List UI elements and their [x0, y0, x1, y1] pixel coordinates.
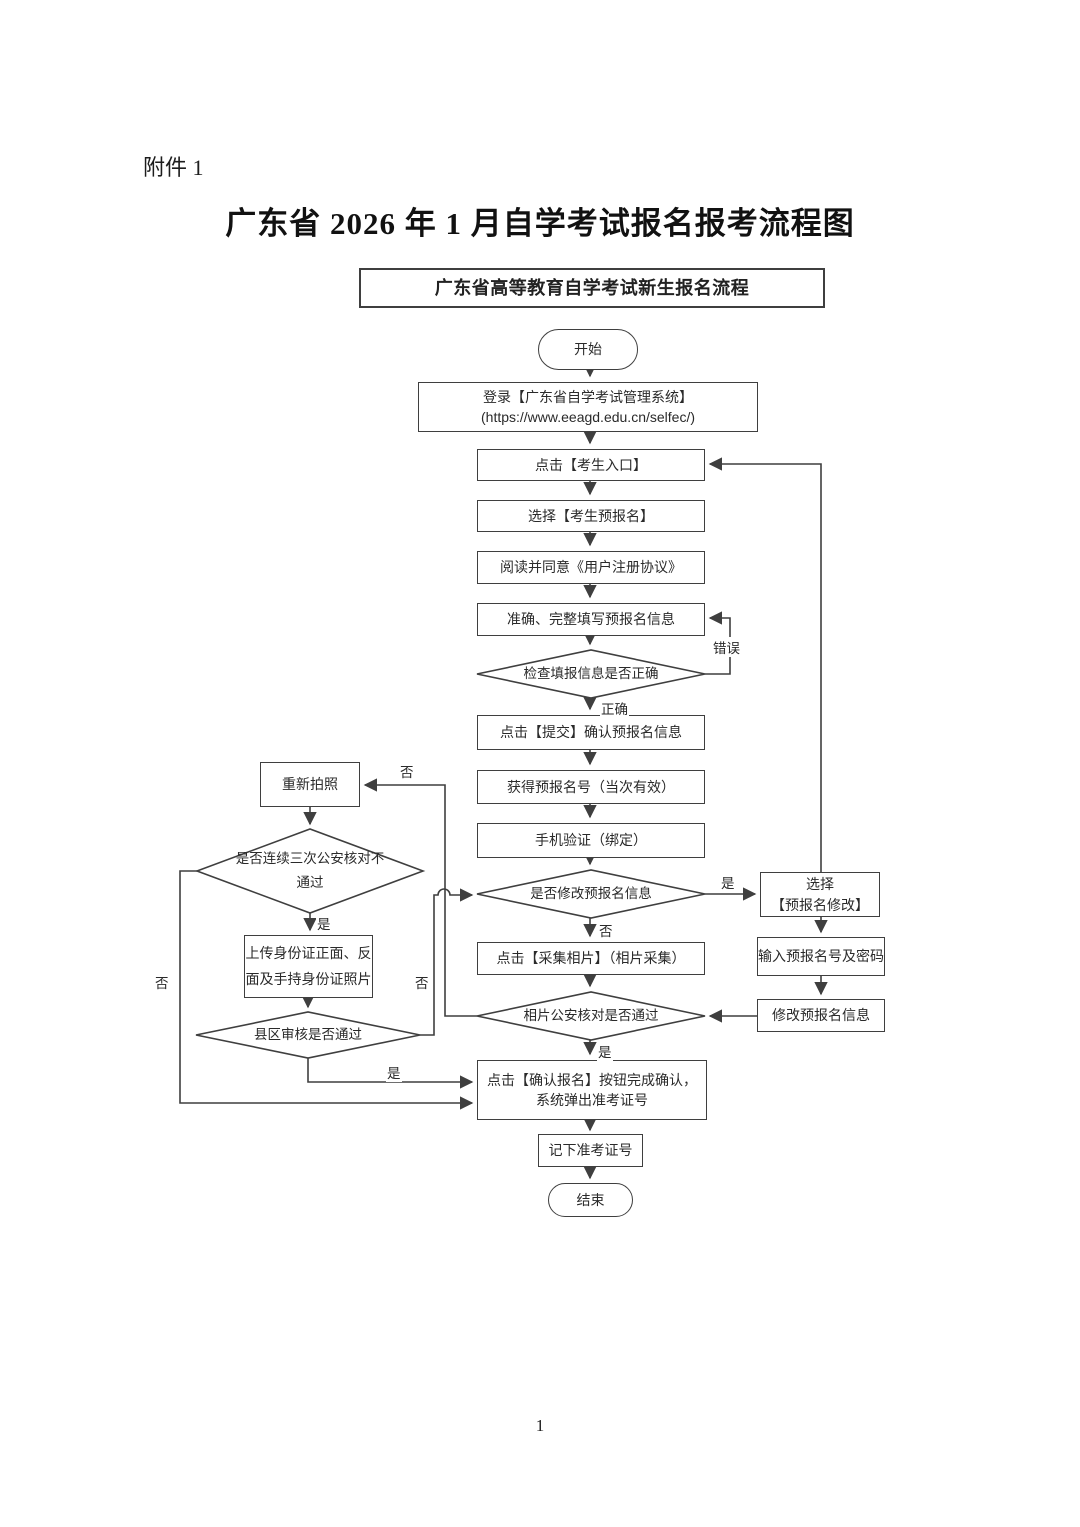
decision-shape-photo-check: [476, 991, 706, 1041]
node-agreement: 阅读并同意《用户注册协议》: [477, 551, 705, 584]
node-login: 登录【广东省自学考试管理系统】 (https://www.eeagd.edu.c…: [418, 382, 758, 432]
node-submit: 点击【提交】确认预报名信息: [477, 715, 705, 750]
node-input-number: 输入预报名号及密码: [757, 937, 885, 976]
node-start: 开始: [538, 329, 638, 370]
decision-three-check-line2: 通过: [296, 875, 324, 890]
decision-shape-check-info: [476, 649, 706, 699]
edge-label-error: 错误: [712, 637, 741, 657]
node-modify-info: 修改预报名信息: [757, 999, 885, 1032]
node-select-modify: 选择 【预报名修改】: [760, 872, 880, 917]
node-confirm-register: 点击【确认报名】按钮完成确认， 系统弹出准考证号: [477, 1060, 707, 1120]
node-upload-id-line1: 上传身份证正面、反: [245, 944, 372, 961]
decision-county-review-label: 县区审核是否通过: [254, 1026, 362, 1042]
edge-label-county-yes: 是: [386, 1062, 402, 1082]
node-collect-photo-label: 点击【采集相片】（相片采集）: [496, 950, 686, 967]
node-end-label: 结束: [576, 1191, 605, 1208]
decision-shape-county-review: [195, 1011, 421, 1059]
node-get-number: 获得预报名号（当次有效）: [477, 770, 705, 804]
node-phone-verify-label: 手机验证（绑定）: [535, 832, 647, 849]
decision-check-info: 检查填报信息是否正确: [480, 652, 702, 696]
node-phone-verify: 手机验证（绑定）: [477, 823, 705, 858]
flowchart-title-box: 广东省高等教育自学考试新生报名流程: [359, 268, 825, 308]
edge-label-county-no: 否: [414, 972, 430, 992]
node-candidate-entry: 点击【考生入口】: [477, 449, 705, 481]
node-preregister: 选择【考生预报名】: [477, 500, 705, 532]
node-collect-photo: 点击【采集相片】（相片采集）: [477, 942, 705, 975]
flowchart-title: 广东省高等教育自学考试新生报名流程: [434, 277, 750, 298]
node-select-modify-line2: 【预报名修改】: [771, 896, 869, 913]
node-retake-photo-label: 重新拍照: [282, 776, 338, 793]
decision-modify-label: 是否修改预报名信息: [530, 885, 652, 901]
decision-county-review: 县区审核是否通过: [198, 1014, 418, 1056]
node-note-number: 记下准考证号: [538, 1134, 643, 1167]
decision-modify: 是否修改预报名信息: [480, 872, 702, 916]
edge-countyreview-confirm-yes: [307, 1058, 474, 1089]
edge-label-modify-yes: 是: [720, 872, 736, 892]
node-login-line2: (https://www.eeagd.edu.cn/selfec/): [481, 409, 695, 425]
node-input-number-label: 输入预报名号及密码: [758, 948, 884, 965]
node-upload-id: 上传身份证正面、反 面及手持身份证照片: [244, 935, 373, 998]
node-fill-info: 准确、完整填写预报名信息: [477, 603, 705, 636]
edge-countyreview-modifydecision-no: [420, 888, 474, 1036]
node-modify-info-label: 修改预报名信息: [772, 1007, 870, 1024]
node-retake-photo: 重新拍照: [260, 762, 360, 807]
node-select-modify-line1: 选择: [806, 876, 834, 893]
decision-shape-modify: [476, 869, 706, 919]
node-end: 结束: [548, 1183, 633, 1217]
node-confirm-line2: 系统弹出准考证号: [536, 1092, 648, 1108]
page-title: 广东省 2026 年 1 月自学考试报名报考流程图: [225, 206, 855, 241]
decision-photo-check-label: 相片公安核对是否通过: [523, 1007, 659, 1023]
node-login-line1: 登录【广东省自学考试管理系统】: [483, 388, 693, 405]
attachment-label: 附件 1: [143, 155, 204, 180]
page-number: 1: [535, 1416, 545, 1435]
node-submit-label: 点击【提交】确认预报名信息: [500, 724, 682, 741]
edge-label-photo-yes: 是: [597, 1041, 613, 1061]
decision-three-check-line1: 是否连续三次公安核对不: [235, 850, 385, 866]
node-candidate-entry-label: 点击【考生入口】: [535, 456, 647, 473]
decision-check-info-label: 检查填报信息是否正确: [523, 665, 659, 681]
node-fill-info-label: 准确、完整填写预报名信息: [507, 611, 675, 628]
edge-label-modify-no: 否: [598, 920, 614, 940]
edge-label-three-no: 否: [154, 972, 170, 992]
node-start-label: 开始: [574, 341, 602, 358]
edge-photocheck-retake-no: [363, 778, 477, 1017]
edge-threecheck-confirm-no: [179, 870, 474, 1110]
edge-selectmodify-entry: [708, 457, 822, 872]
node-note-number-label: 记下准考证号: [548, 1142, 633, 1159]
edge-label-three-yes: 是: [316, 913, 332, 933]
decision-three-check: 是否连续三次公安核对不 通过: [200, 838, 420, 904]
edge-label-photo-no: 否: [399, 761, 415, 781]
node-confirm-line1: 点击【确认报名】按钮完成确认，: [487, 1071, 697, 1088]
node-preregister-label: 选择【考生预报名】: [528, 507, 654, 524]
decision-shape-three-check: [194, 828, 426, 914]
node-upload-id-line2: 面及手持身份证照片: [245, 970, 372, 987]
node-agreement-label: 阅读并同意《用户注册协议》: [500, 559, 682, 576]
node-get-number-label: 获得预报名号（当次有效）: [507, 778, 675, 795]
decision-photo-check: 相片公安核对是否通过: [480, 994, 702, 1038]
edge-label-correct: 正确: [600, 698, 629, 718]
